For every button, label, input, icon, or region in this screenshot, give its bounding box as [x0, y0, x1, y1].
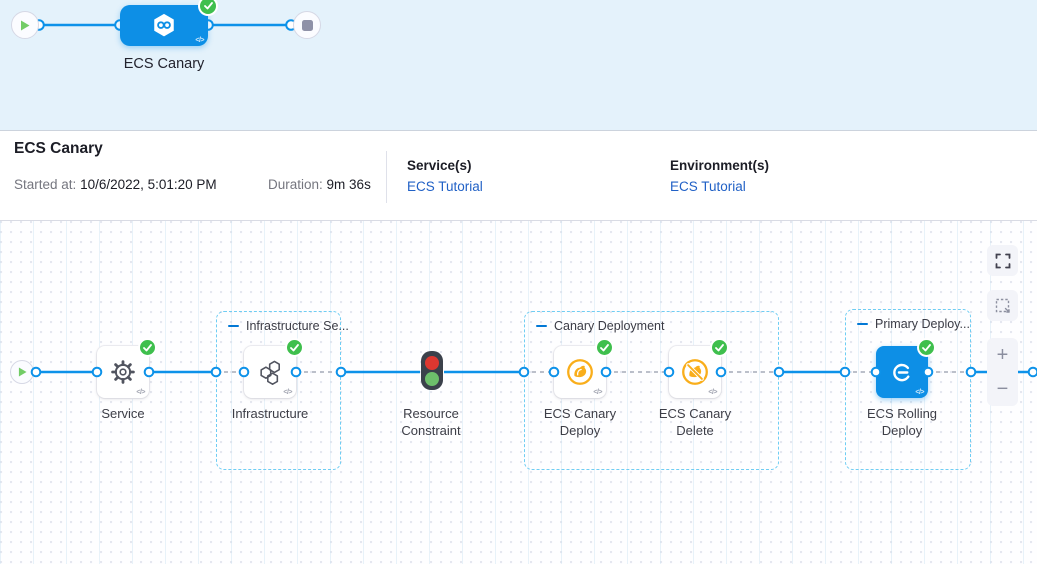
code-toggle-icon[interactable]: </>: [136, 389, 145, 396]
code-toggle-icon[interactable]: </>: [915, 389, 924, 396]
step-label-ecs-canary-deploy: ECS Canary Deploy: [543, 406, 617, 438]
environments-summary: Environment(s) ECS Tutorial: [670, 158, 769, 194]
cd-hexagon-infinity-icon: [154, 13, 174, 36]
step-label-resource-constraint: Resource Constraint: [401, 406, 461, 438]
environments-label: Environment(s): [670, 158, 770, 173]
started-value: 10/6/2022, 5:01:20 PM: [80, 177, 217, 192]
stage-node-ecs-canary[interactable]: </>: [120, 0, 216, 46]
services-label: Service(s): [407, 158, 472, 173]
stop-icon: [301, 19, 313, 31]
group-label: Primary Deploy...: [875, 317, 970, 331]
summary-divider: [386, 151, 387, 203]
ecs-rolling-icon: [892, 363, 910, 381]
canary-delete-icon: [682, 359, 708, 385]
services-summary: Service(s) ECS Tutorial: [407, 158, 483, 194]
fit-view-button[interactable]: [987, 245, 1018, 276]
step-group-canary-deployment[interactable]: Canary Deployment: [524, 311, 779, 470]
traffic-light-red-icon: [425, 355, 439, 370]
group-label: Canary Deployment: [554, 319, 665, 333]
environments-link[interactable]: ECS Tutorial: [670, 179, 746, 194]
step-node-ecs-canary-delete[interactable]: </>: [669, 340, 727, 398]
zoom-controls: + −: [987, 338, 1018, 406]
gear-icon: [111, 360, 135, 384]
fit-view-icon: [995, 253, 1010, 268]
step-label-ecs-canary-delete: ECS Canary Delete: [658, 406, 732, 438]
play-icon: [21, 20, 30, 30]
started-label: Started at:: [14, 177, 77, 192]
collapse-group-icon[interactable]: [536, 324, 547, 328]
success-check-icon: [919, 340, 934, 355]
play-icon: [18, 367, 27, 377]
code-toggle-icon[interactable]: </>: [195, 37, 204, 44]
stage-label: ECS Canary: [123, 56, 205, 72]
group-label: Infrastructure Se...: [246, 319, 349, 333]
canary-icon: [567, 359, 593, 385]
stage-start-node[interactable]: [10, 360, 34, 384]
duration-label: Duration:: [268, 177, 323, 192]
execution-summary-bar: ECS Canary Started at: 10/6/2022, 5:01:2…: [0, 131, 1037, 221]
hexagon-cluster-icon: [259, 360, 280, 385]
traffic-light-green-icon: [425, 371, 439, 386]
collapse-group-icon[interactable]: [857, 322, 868, 326]
step-node-service[interactable]: </>: [97, 340, 155, 398]
step-group-infrastructure[interactable]: Infrastructure Se...: [216, 311, 349, 470]
success-check-icon: [712, 340, 727, 355]
step-node-ecs-canary-deploy[interactable]: </>: [554, 340, 612, 398]
step-node-infrastructure[interactable]: </>: [244, 340, 302, 398]
pipeline-title: ECS Canary: [14, 140, 103, 157]
services-link[interactable]: ECS Tutorial: [407, 179, 483, 194]
stop-pipeline-node[interactable]: [293, 11, 321, 39]
step-node-ecs-rolling-deploy[interactable]: </>: [876, 340, 934, 398]
marquee-selection-icon: [995, 298, 1010, 313]
step-label-infrastructure: Infrastructure: [231, 406, 309, 421]
step-node-resource-constraint[interactable]: [421, 351, 443, 390]
step-label-ecs-rolling-deploy: ECS Rolling Deploy: [866, 406, 938, 438]
code-toggle-icon[interactable]: </>: [593, 389, 602, 396]
zoom-in-button[interactable]: +: [987, 338, 1018, 372]
code-toggle-icon[interactable]: </>: [283, 389, 292, 396]
started-at: Started at: 10/6/2022, 5:01:20 PM: [14, 177, 217, 192]
success-check-icon: [287, 340, 302, 355]
zoom-out-button[interactable]: −: [987, 372, 1018, 406]
execution-graph-strip: </> ECS Canary: [0, 0, 1037, 131]
duration-value: 9m 36s: [326, 177, 371, 192]
success-check-icon: [140, 340, 155, 355]
code-toggle-icon[interactable]: </>: [708, 389, 717, 396]
success-check-icon: [597, 340, 612, 355]
selection-mode-button[interactable]: [987, 290, 1018, 321]
step-group-primary-deployment[interactable]: Primary Deploy...: [845, 309, 971, 470]
run-pipeline-node[interactable]: [11, 11, 39, 39]
collapse-group-icon[interactable]: [228, 324, 239, 328]
stage-execution-canvas[interactable]: Infrastructure Se... Canary Deployment P…: [0, 221, 1037, 564]
success-check-icon: [200, 0, 216, 14]
step-label-service: Service: [101, 406, 145, 421]
duration: Duration: 9m 36s: [268, 177, 371, 192]
